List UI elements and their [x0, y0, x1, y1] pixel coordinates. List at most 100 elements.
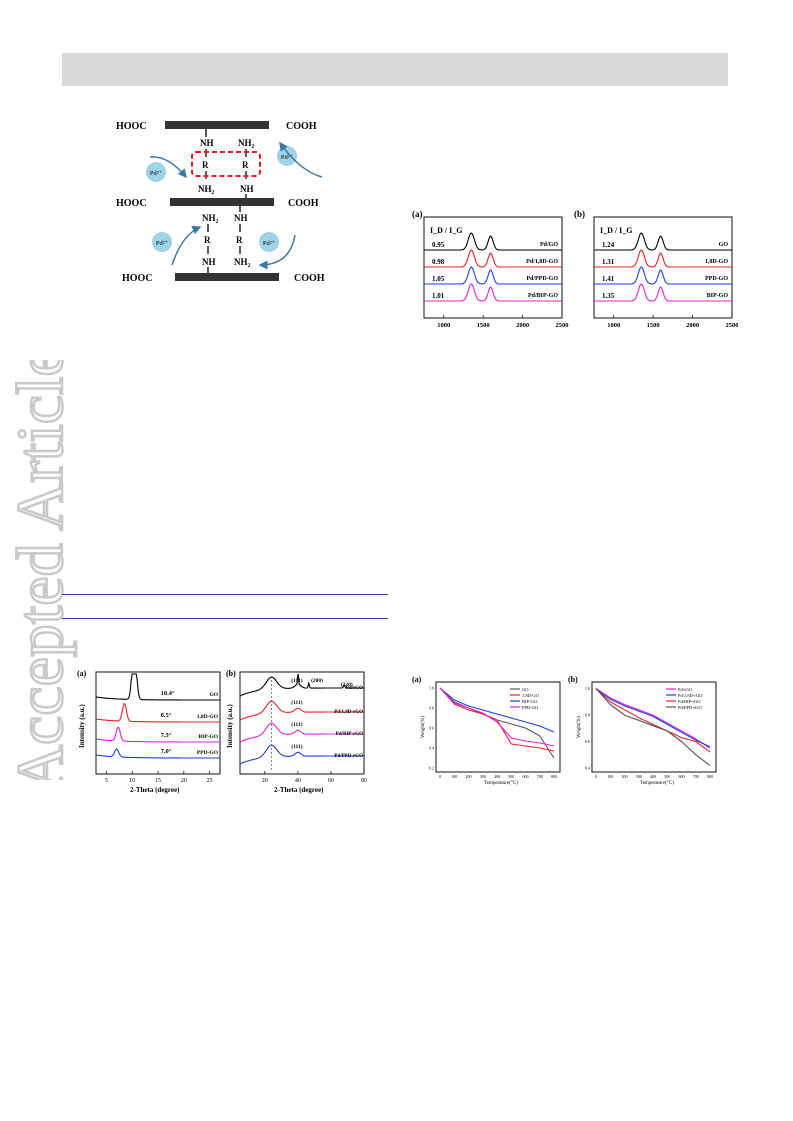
- tga-legend-label: Pd/1,8D-rGO: [678, 693, 703, 699]
- header-bar: [62, 53, 728, 86]
- xrd-a-xlabel: 2-Theta (degree): [130, 786, 180, 794]
- hooc-label: HOOC: [122, 273, 153, 284]
- raman-a-plot: [424, 232, 562, 302]
- raman-ratio-value: 1.41: [602, 275, 615, 283]
- xrd-a-angle-label: 10.4°: [161, 690, 175, 697]
- nh2-label: NH₂: [198, 184, 215, 194]
- xrd-figure: (a) (b) Intensity (a.u.) Intensity (a.u.…: [77, 669, 367, 794]
- nh2-label: NH₂: [234, 257, 251, 267]
- tga-ytick-label: 0.6: [429, 726, 434, 731]
- raman-xtick-label: 1500: [477, 322, 490, 329]
- xrd-a-angle-label: 7.3°: [161, 732, 172, 739]
- xrd-b-curve: [239, 673, 364, 697]
- tga-figure: (a) (b) Weight(%) Weight(%) Temperature(…: [412, 675, 717, 786]
- ratio-label-b: I_D / I_G: [600, 226, 632, 235]
- xrd-a-angle-label: 7.0°: [161, 748, 172, 755]
- tga-legend-label: Pd/BIP-rGO: [678, 699, 701, 704]
- raman-xtick-label: 1500: [647, 322, 660, 329]
- raman-curve-ppd-go: [594, 266, 732, 285]
- graphene-sheet-middle: [170, 198, 274, 206]
- xrd-a-xtick-label: 25: [207, 778, 213, 784]
- xrd-b-xtick-label: 20: [262, 778, 268, 784]
- tga-legend-label: 1,8D-GO: [522, 693, 540, 699]
- xrd-a-curve: [95, 703, 220, 723]
- graphene-sheet-bottom: [175, 273, 279, 281]
- scheme-figure: HOOC COOH HOOC COOH HOOC COOH NH R NH₂ N…: [116, 121, 325, 284]
- pd-ion-label: Pd²⁺: [156, 240, 169, 247]
- tga-xtick-label: 600: [523, 774, 529, 779]
- tga-ytick-label: 0.6: [585, 739, 590, 744]
- xrd-a-curve-label: PPD-GO: [197, 750, 219, 756]
- r-label: R: [202, 160, 209, 170]
- xrd-b-curve-label: Pd/1,8D-rGO: [334, 710, 363, 715]
- highlight-box: [191, 151, 261, 177]
- ratio-label-a: I_D / I_G: [430, 226, 462, 235]
- hooc-label: HOOC: [116, 121, 147, 132]
- raman-ratio-value: 1.05: [432, 275, 445, 283]
- raman-curve-1-8d-go: [594, 249, 732, 268]
- tga-curve-pd-rgo: [595, 688, 711, 749]
- raman-curve-pd-go: [424, 232, 562, 251]
- raman-curve-bip-go: [594, 283, 732, 302]
- tga-xtick-label: 100: [607, 774, 613, 779]
- arrow-icon: [279, 141, 323, 178]
- xrd-b-curve: [239, 700, 364, 721]
- xrd-b-peak-label: (200): [311, 677, 323, 684]
- cooh-label: COOH: [288, 198, 319, 209]
- tga-xtick-label: 500: [664, 774, 670, 779]
- tga-xtick-label: 100: [451, 774, 457, 779]
- raman-curve-label: Pd/PPD-GO: [526, 276, 558, 282]
- xrd-b-xtick-label: 40: [295, 778, 301, 784]
- xrd-b-xlabel: 2-Theta (degree): [274, 786, 324, 794]
- tga-xtick-label: 500: [508, 774, 514, 779]
- tga-b-frame: [591, 681, 717, 773]
- xrd-b-plot: Pd/rGOPd/1,8D-rGO(111)Pd/BIP-rGO(111)Pd/…: [239, 673, 367, 784]
- tga-xtick-label: 700: [537, 774, 543, 779]
- tga-xtick-label: 400: [650, 774, 656, 779]
- raman-ratio-value: 0.95: [432, 241, 445, 249]
- xrd-b-curve: [239, 744, 364, 765]
- tga-a-xlabel: Temperature(°C): [484, 781, 518, 786]
- tga-ytick-label: 0.2: [429, 766, 434, 771]
- tga-legend-label: Pd/PPD-rGO: [678, 705, 703, 710]
- xrd-b-curve-label: Pd/rGO: [346, 686, 363, 691]
- tga-a-frame: [435, 681, 561, 773]
- xrd-b-xtick-label: 80: [361, 778, 367, 784]
- xrd-a-curve-label: GO: [209, 692, 218, 698]
- tga-curve-1-8d-go: [439, 687, 555, 752]
- tga-xtick-label: 300: [480, 774, 486, 779]
- tga-xtick-label: 0: [595, 774, 597, 779]
- pd-ion-circle: [152, 232, 172, 252]
- hooc-label: HOOC: [116, 198, 147, 209]
- tga-xtick-label: 700: [693, 774, 699, 779]
- tga-ytick-label: 0.8: [429, 706, 434, 711]
- tga-curve-pd-1-8d-rgo: [595, 688, 711, 748]
- arrow-icon: [258, 234, 296, 270]
- tga-legend-label: Pd/rGO: [678, 687, 693, 692]
- accepted-article-watermark: Accepted Article: [3, 360, 79, 780]
- pd-ion-circle: [259, 232, 279, 252]
- tga-b-ylabel: Weight(%): [577, 716, 582, 738]
- tga-xtick-label: 800: [551, 774, 557, 779]
- raman-ratio-value: 1.24: [602, 241, 615, 249]
- graphene-sheet-top: [165, 121, 269, 129]
- r-label: R: [236, 235, 243, 245]
- tga-xtick-label: 200: [622, 774, 628, 779]
- xrd-b-peak-label: (111): [291, 699, 302, 706]
- nh-label: NH: [240, 184, 254, 194]
- nh-label: NH: [200, 138, 214, 148]
- raman-ratio-value: 0.98: [432, 258, 445, 266]
- xrd-a-xtick-label: 5: [105, 778, 108, 784]
- xrd-a-curve: [95, 673, 220, 701]
- nh-label: NH: [202, 257, 216, 267]
- tga-ytick-label: 0.4: [585, 766, 590, 771]
- xrd-b-peak-label: (111): [291, 743, 302, 750]
- xrd-a-angle-label: 8.5°: [161, 712, 172, 719]
- r-label: R: [242, 160, 249, 170]
- tga-panel-a-label: (a): [412, 675, 422, 684]
- raman-xtick-label: 1000: [437, 322, 450, 329]
